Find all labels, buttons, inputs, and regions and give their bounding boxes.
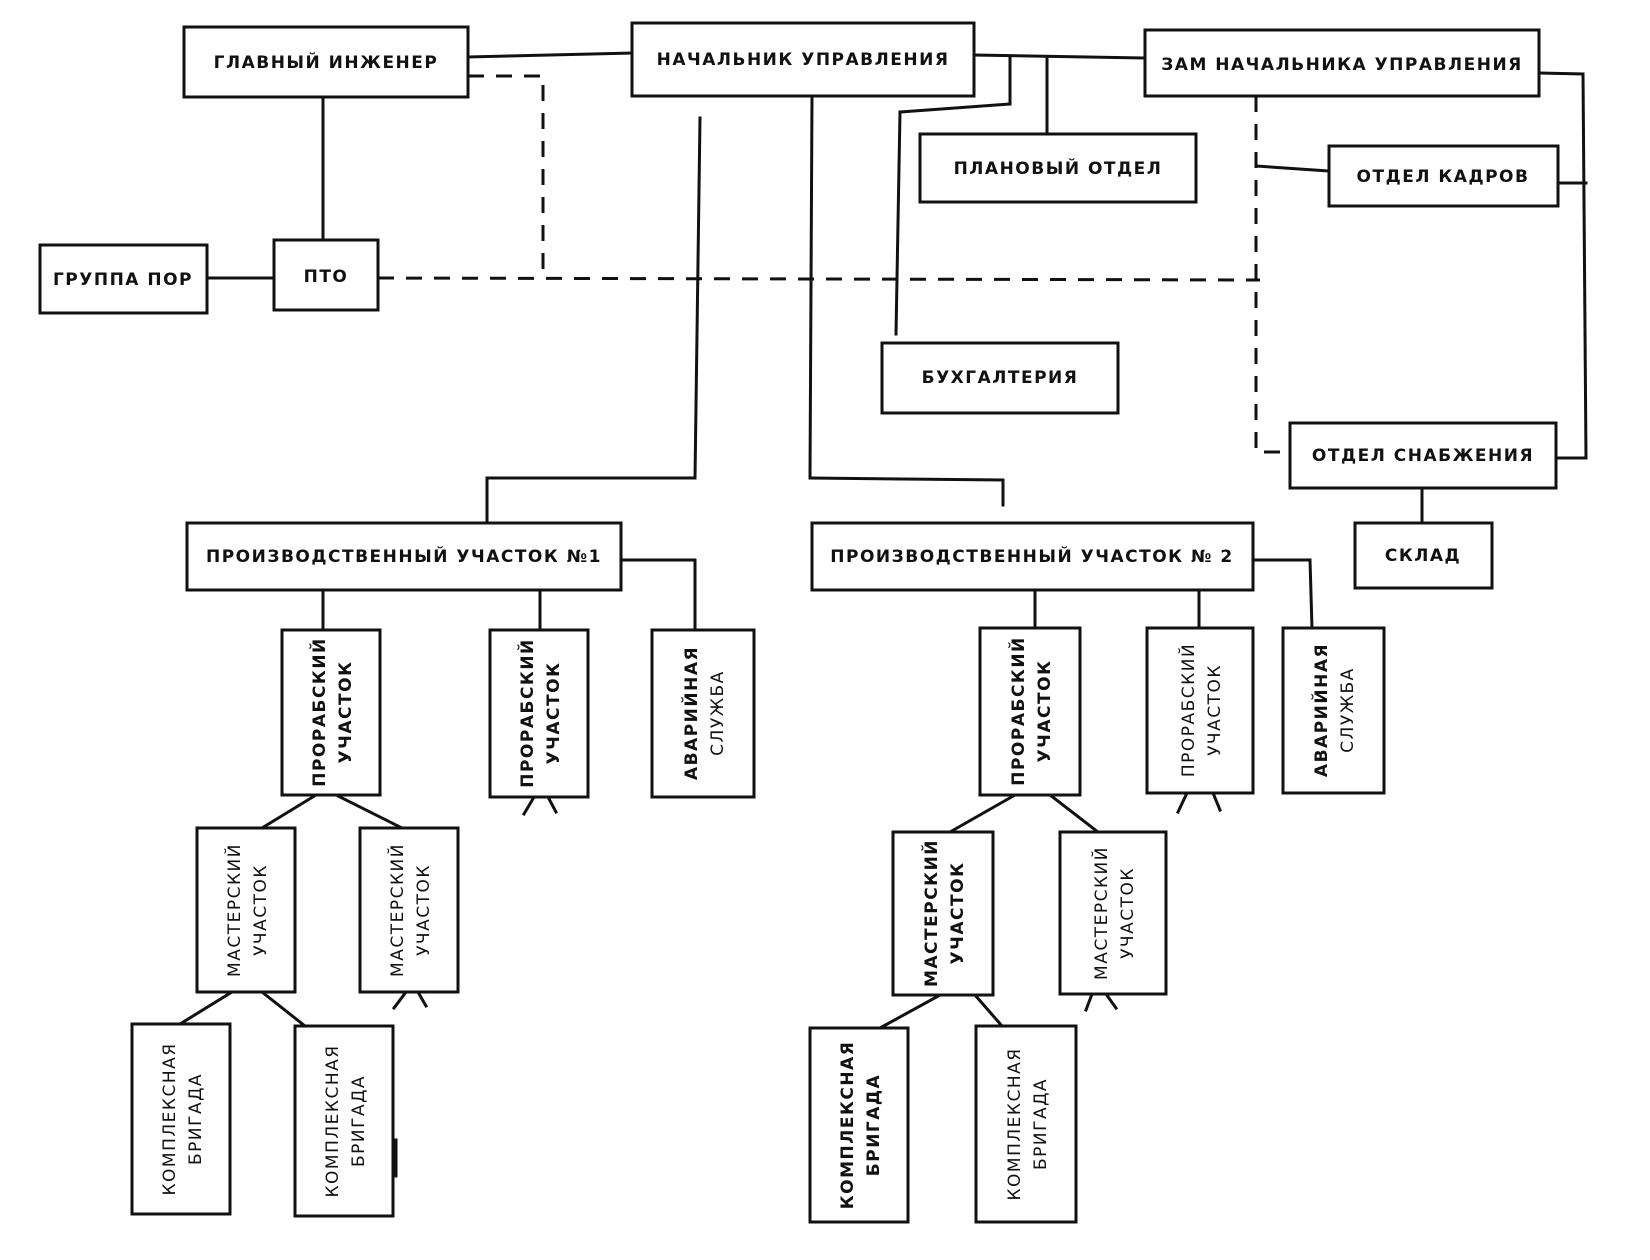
node-box (880, 341, 1120, 415)
node-box (293, 1024, 395, 1218)
node-box (978, 626, 1082, 797)
node-label: КОМПЛЕКСНАЯ (323, 1044, 343, 1197)
node-supply-dept: ОТДЕЛ СНАБЖЕНИЯ (1288, 421, 1558, 490)
node-master-area-c: МАСТЕРСКИЙ УЧАСТОК (891, 830, 995, 997)
dashed-connectors (377, 74, 1290, 454)
node-box (1288, 421, 1558, 490)
node-warehouse: СКЛАД (1353, 521, 1494, 590)
node-label: КОМПЛЕКСНАЯ (1005, 1047, 1025, 1200)
node-label: СЛУЖБА (1338, 667, 1358, 753)
node-label: УЧАСТОК (1035, 660, 1055, 763)
node-pto: ПТО (272, 238, 380, 312)
node-label: ПЛАНОВЫЙ ОТДЕЛ (954, 157, 1163, 179)
node-label: УЧАСТОК (336, 661, 356, 764)
node-brigade-d: КОМПЛЕКСНАЯ БРИГАДА (974, 1024, 1078, 1224)
node-foreman-area-c: ПРОРАБСКИЙ УЧАСТОК (978, 626, 1082, 797)
node-label: АВАРИЙНАЯ (680, 646, 702, 780)
node-label: БРИГАДА (349, 1075, 369, 1167)
node-box (891, 830, 995, 997)
connectors (177, 51, 1588, 1178)
node-box (810, 521, 1255, 592)
node-label: НАЧАЛЬНИК УПРАВЛЕНИЯ (657, 50, 950, 70)
node-label: УЧАСТОК (1205, 664, 1225, 756)
node-brigade-a: КОМПЛЕКСНАЯ БРИГАДА (130, 1022, 232, 1216)
node-box (1353, 521, 1494, 590)
node-label: МАСТЕРСКИЙ (1090, 846, 1112, 980)
node-emergency-2: АВАРИЙНАЯ СЛУЖБА (1281, 626, 1386, 795)
node-master-area-d: МАСТЕРСКИЙ УЧАСТОК (1058, 830, 1168, 996)
node-label: КОМПЛЕКСНАЯ (160, 1042, 180, 1195)
node-box (272, 238, 380, 312)
node-box (130, 1022, 232, 1216)
node-label: КОМПЛЕКСНАЯ (838, 1041, 858, 1210)
node-label: ПРОРАБСКИЙ (308, 637, 330, 787)
node-emergency-1: АВАРИЙНАЯ СЛУЖБА (650, 628, 756, 799)
node-box (488, 628, 590, 799)
node-label: ПТО (304, 267, 349, 287)
node-box (1143, 28, 1541, 98)
node-deputy-head: ЗАМ НАЧАЛЬНИКА УПРАВЛЕНИЯ (1143, 28, 1541, 98)
node-label: МАСТЕРСКИЙ (920, 839, 942, 987)
node-label: МАСТЕРСКИЙ (386, 843, 408, 977)
node-foreman-area-b: ПРОРАБСКИЙ УЧАСТОК (488, 628, 590, 799)
node-label: СКЛАД (1385, 546, 1461, 566)
node-label: ЗАМ НАЧАЛЬНИКА УПРАВЛЕНИЯ (1161, 55, 1523, 75)
node-box (1327, 144, 1560, 208)
node-por-group: ГРУППА ПОР (38, 243, 209, 315)
node-head: НАЧАЛЬНИК УПРАВЛЕНИЯ (630, 21, 976, 98)
node-prod-area-2: ПРОИЗВОДСТВЕННЫЙ УЧАСТОК № 2 (810, 521, 1255, 592)
node-box (808, 1026, 910, 1224)
node-box (182, 25, 470, 99)
node-label: БРИГАДА (864, 1074, 884, 1176)
node-box (1145, 626, 1255, 795)
node-label: БРИГАДА (1031, 1078, 1051, 1170)
node-box (280, 628, 382, 797)
node-foreman-area-a: ПРОРАБСКИЙ УЧАСТОК (280, 628, 382, 797)
node-label: СЛУЖБА (708, 670, 728, 756)
node-label: ОТДЕЛ СНАБЖЕНИЯ (1312, 446, 1534, 466)
node-label: ГЛАВНЫЙ ИНЖЕНЕР (214, 51, 439, 73)
node-label: ПРОИЗВОДСТВЕННЫЙ УЧАСТОК №1 (206, 545, 602, 567)
node-brigade-b: КОМПЛЕКСНАЯ БРИГАДА (293, 1024, 395, 1218)
node-label: УЧАСТОК (414, 864, 434, 956)
node-label: БРИГАДА (186, 1073, 206, 1165)
node-label: УЧАСТОК (544, 662, 564, 765)
node-box (630, 21, 976, 98)
node-box (195, 826, 297, 994)
node-master-area-a: МАСТЕРСКИЙ УЧАСТОК (195, 826, 297, 994)
node-chief-engineer: ГЛАВНЫЙ ИНЖЕНЕР (182, 25, 470, 99)
node-label: ГРУППА ПОР (53, 270, 193, 290)
node-label: ПРОРАБСКИЙ (516, 638, 538, 788)
node-accounting: БУХГАЛТЕРИЯ (880, 341, 1120, 415)
node-label: АВАРИЙНАЯ (1310, 643, 1332, 777)
node-box (358, 826, 460, 994)
node-box (38, 243, 209, 315)
node-planning-dept: ПЛАНОВЫЙ ОТДЕЛ (918, 132, 1198, 204)
node-box (185, 521, 623, 592)
node-foreman-area-d: ПРОРАБСКИЙ УЧАСТОК (1145, 626, 1255, 795)
node-label: ПРОРАБСКИЙ (1007, 636, 1029, 786)
node-box (918, 132, 1198, 204)
node-master-area-b: МАСТЕРСКИЙ УЧАСТОК (358, 826, 460, 994)
node-label: ОТДЕЛ КАДРОВ (1357, 167, 1530, 187)
node-box (650, 628, 756, 799)
node-brigade-c: КОМПЛЕКСНАЯ БРИГАДА (808, 1026, 910, 1224)
node-label: МАСТЕРСКИЙ (223, 843, 245, 977)
node-hr-dept: ОТДЕЛ КАДРОВ (1327, 144, 1560, 208)
node-label: УЧАСТОК (948, 862, 968, 965)
node-label: БУХГАЛТЕРИЯ (922, 368, 1079, 388)
node-label: ПРОРАБСКИЙ (1177, 643, 1199, 777)
node-box (1281, 626, 1386, 795)
node-label: УЧАСТОК (1118, 867, 1138, 959)
node-box (974, 1024, 1078, 1224)
node-box (1058, 830, 1168, 996)
node-label: УЧАСТОК (251, 864, 271, 956)
node-label: ПРОИЗВОДСТВЕННЫЙ УЧАСТОК № 2 (830, 545, 1233, 567)
node-prod-area-1: ПРОИЗВОДСТВЕННЫЙ УЧАСТОК №1 (185, 521, 623, 592)
